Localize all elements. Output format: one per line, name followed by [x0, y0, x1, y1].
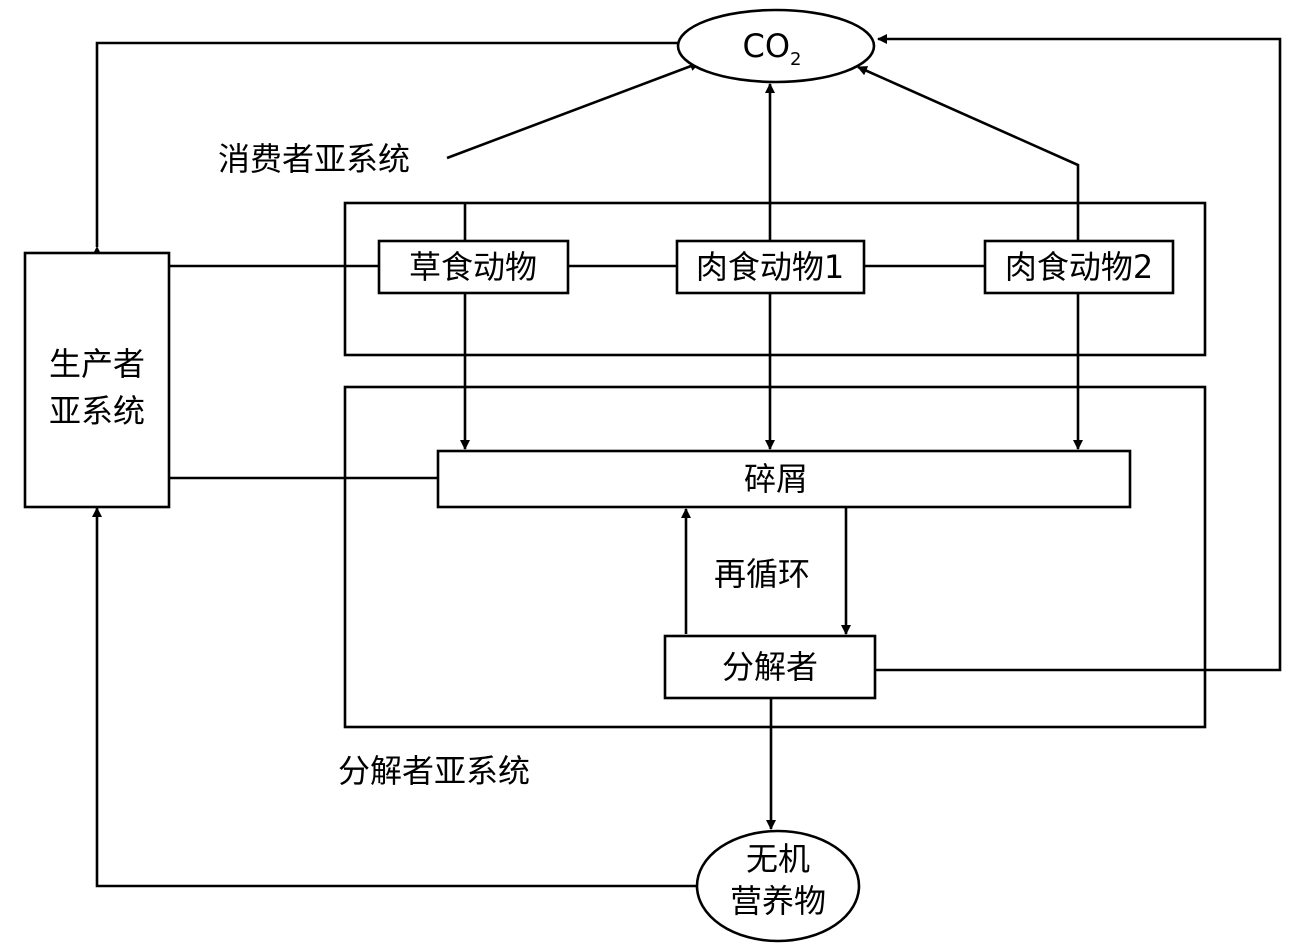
detritus-box: 碎屑	[436, 449, 1132, 509]
nutrients-producer-arrow	[92, 507, 697, 888]
producer-co2-link	[92, 38, 692, 256]
co2-label: CO	[743, 27, 791, 65]
herbivore-box: 草食动物	[377, 239, 570, 295]
decomposer-subsystem-label: 分解者亚系统	[338, 752, 530, 790]
producer-label-line1: 生产者	[49, 345, 145, 383]
co2-subscript: 2	[790, 49, 801, 70]
producer-label-line2: 亚系统	[49, 392, 145, 430]
carnivore2-co2-arrow	[857, 65, 1080, 241]
decomposer-box: 分解者	[663, 634, 877, 700]
connections	[92, 34, 1282, 888]
carnivore1-box: 肉食动物1	[675, 239, 866, 295]
decomposer-label: 分解者	[722, 648, 818, 686]
herbivore-label: 草食动物	[409, 248, 537, 286]
consumer-label-pointer	[446, 61, 700, 160]
carnivore2-label: 肉食动物2	[1005, 248, 1153, 286]
decomposer-co2-arrow	[875, 34, 1282, 672]
nutrients-label-line2: 营养物	[730, 882, 826, 920]
consumer-subsystem-label: 消费者亚系统	[218, 140, 410, 178]
carnivore2-box: 肉食动物2	[983, 239, 1175, 295]
recycle-label: 再循环	[714, 555, 810, 593]
consumer-subsystem-frame	[343, 201, 1207, 357]
inorganic-nutrients-node: 无机 营养物	[695, 829, 861, 943]
carnivore1-label: 肉食动物1	[696, 248, 844, 286]
co2-node: CO2	[676, 8, 876, 84]
nutrients-label-line1: 无机	[746, 840, 810, 878]
detritus-label: 碎屑	[744, 460, 808, 498]
svg-text:CO2: CO2	[743, 27, 802, 70]
decomposer-subsystem-frame	[343, 385, 1207, 729]
producer-subsystem-box: 生产者 亚系统	[23, 251, 171, 509]
